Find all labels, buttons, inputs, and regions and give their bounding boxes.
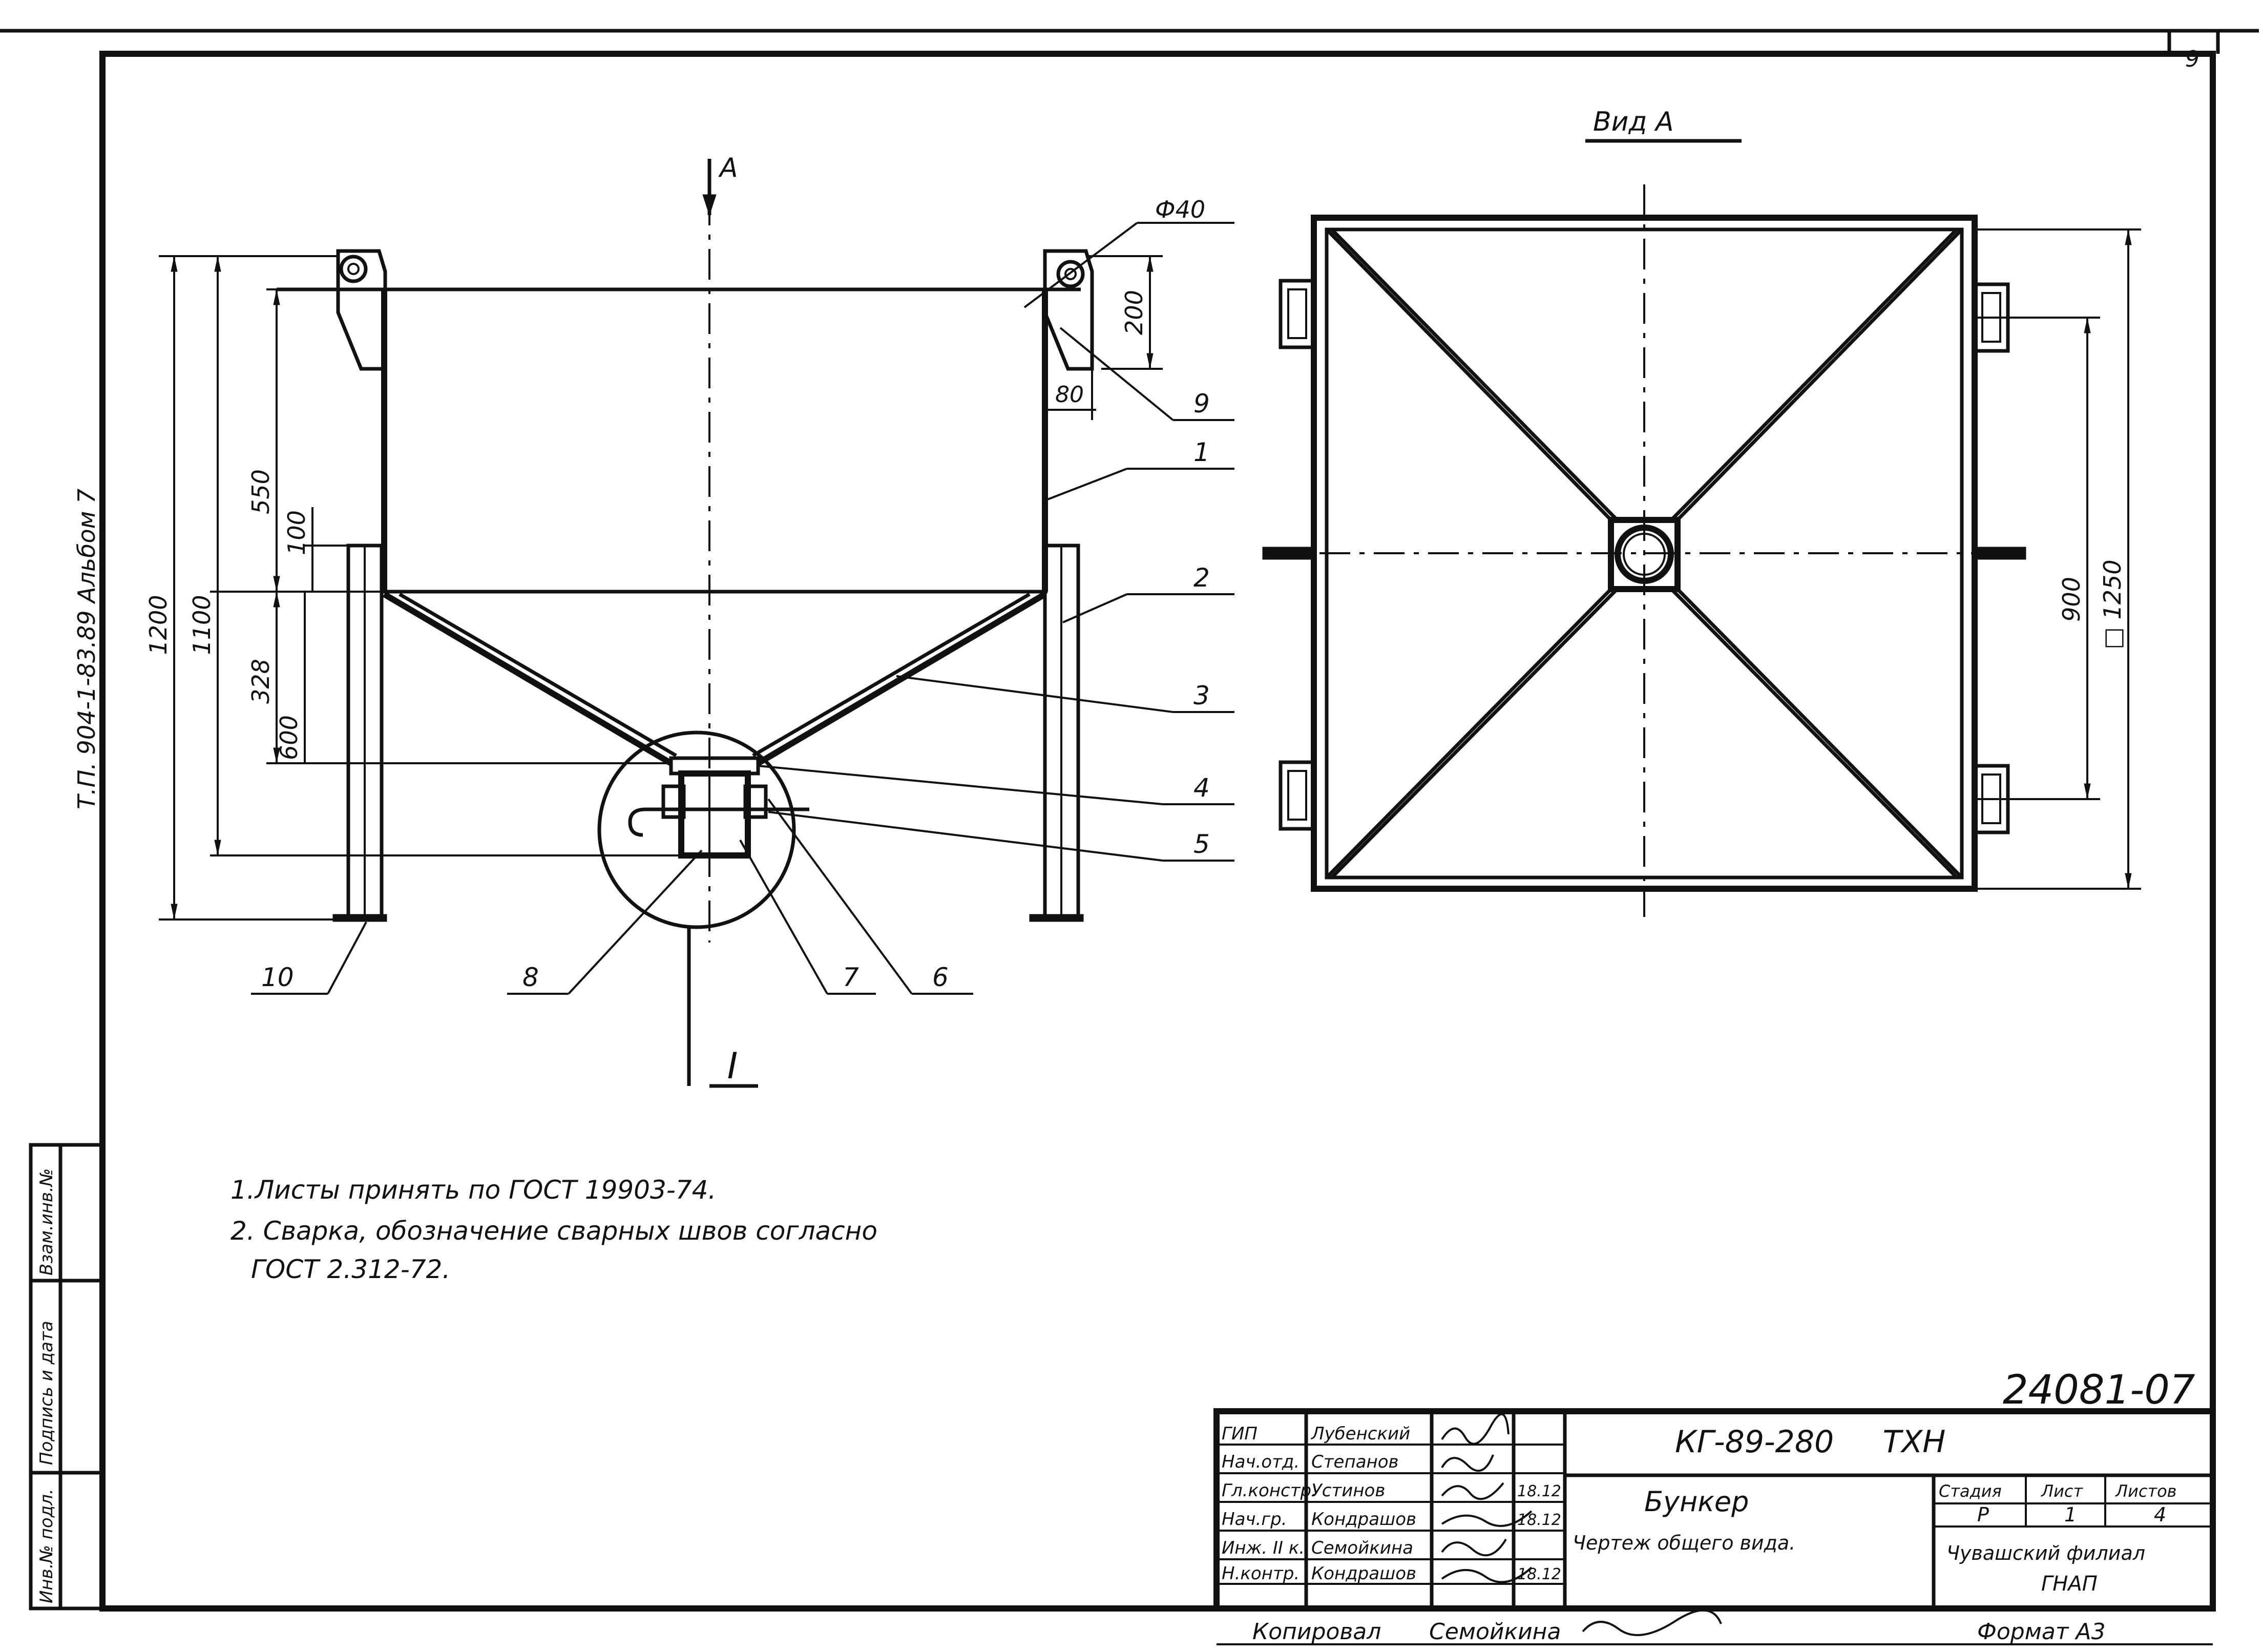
dim-900: 900 (2058, 577, 2085, 622)
section-arrow-label: А (718, 153, 738, 183)
role-2: Гл.констр. (1222, 1480, 1317, 1501)
detail-label: I (727, 1045, 738, 1087)
date-2: 18.12 (1517, 1482, 1561, 1500)
format-label: Формат А3 (1977, 1619, 2106, 1645)
callout-10: 10 (261, 963, 294, 992)
side-stamp: Взам.инв.№ Подпись и дата Инв.№ подл. (29, 1143, 104, 1611)
callout-5: 5 (1193, 829, 1210, 859)
name-4: Семойкина (1311, 1538, 1413, 1558)
dim-1200: 1200 (144, 595, 172, 655)
org-line-2: ГНАП (2041, 1572, 2098, 1596)
view-a: Вид А 90 (1262, 107, 2141, 917)
doc-name: Чертеж общего вида. (1573, 1532, 1795, 1554)
name-5: Кондрашов (1311, 1563, 1416, 1584)
front-view: А I (277, 153, 1094, 1088)
front-dimensions: 1200 1100 550 100 328 600 Ф40 200 80 (144, 196, 1234, 921)
dim-1250: □ 1250 (2099, 559, 2126, 649)
copied-by-label: Копировал (1252, 1619, 1381, 1645)
callout-3: 3 (1193, 681, 1210, 710)
stage-header: Стадия (1939, 1481, 2002, 1501)
callouts: 9 1 2 3 4 5 6 7 8 10 (251, 327, 1234, 995)
sheets-value: 4 (2154, 1503, 2166, 1526)
dim-1100: 1100 (188, 595, 216, 655)
role-5: Н.контр. (1222, 1563, 1300, 1584)
stage-value: Р (1977, 1503, 1989, 1526)
dim-phi40: Ф40 (1155, 196, 1205, 223)
callout-8: 8 (522, 963, 539, 992)
name-3: Кондрашов (1311, 1509, 1416, 1530)
date-3: 18.12 (1517, 1511, 1561, 1529)
callout-4: 4 (1193, 773, 1210, 803)
callout-7: 7 (843, 963, 859, 992)
dim-600: 600 (275, 715, 303, 760)
name-1: Степанов (1311, 1452, 1399, 1472)
callout-1: 1 (1193, 437, 1210, 467)
stamp-inv-orig: Инв.№ подл. (36, 1489, 57, 1603)
product-name: Бункер (1644, 1486, 1749, 1518)
dim-100: 100 (283, 510, 310, 555)
note-1: 1.Листы принять по ГОСТ 19903-74. (231, 1175, 716, 1205)
role-3: Нач.гр. (1222, 1509, 1287, 1530)
title-block: ГИП Лубенский Нач.отд. Степанов Гл.конст… (1213, 1408, 2216, 1612)
role-0: ГИП (1222, 1424, 1258, 1444)
album-reference: Т.П. 904-1-83.89 Альбом 7 (73, 489, 100, 809)
page-number: 9 (2185, 46, 2199, 72)
callout-9: 9 (1193, 389, 1210, 419)
copied-by-name: Семойкина (1429, 1619, 1561, 1645)
role-1: Нач.отд. (1222, 1452, 1300, 1472)
name-0: Лубенский (1310, 1424, 1410, 1444)
sheet-value: 1 (2064, 1503, 2077, 1526)
callout-2: 2 (1193, 563, 1210, 593)
dim-550: 550 (247, 469, 275, 514)
callout-6: 6 (932, 963, 949, 992)
inventory-number: 24081-07 (2003, 1367, 2195, 1413)
view-a-title: Вид А (1593, 107, 1674, 137)
stamp-replaces-inv: Взам.инв.№ (36, 1168, 57, 1275)
signatures (1441, 1413, 1533, 1583)
dim-80: 80 (1055, 382, 1084, 408)
stamp-sign-date: Подпись и дата (36, 1321, 57, 1465)
org-line-1: Чувашский филиал (1946, 1542, 2145, 1564)
dim-200: 200 (1120, 290, 1148, 335)
sheet-header: Лист (2041, 1481, 2083, 1501)
name-2: Устинов (1311, 1480, 1385, 1501)
note-2-cont: ГОСТ 2.312-72. (251, 1254, 450, 1284)
sheet-frame: 9 (0, 29, 2259, 1612)
copier-signature (1582, 1609, 1722, 1636)
notes: 1.Листы принять по ГОСТ 19903-74. 2. Сва… (231, 1175, 877, 1284)
designation: КГ-89-280 ТХН (1675, 1424, 1945, 1460)
role-4: Инж. II к. (1222, 1538, 1305, 1558)
note-2: 2. Сварка, обозначение сварных швов согл… (231, 1216, 877, 1246)
sheets-header: Листов (2115, 1481, 2177, 1501)
bottom-strip: Копировал Семойкина Формат А3 (1217, 1609, 2213, 1645)
dim-328: 328 (247, 659, 275, 704)
